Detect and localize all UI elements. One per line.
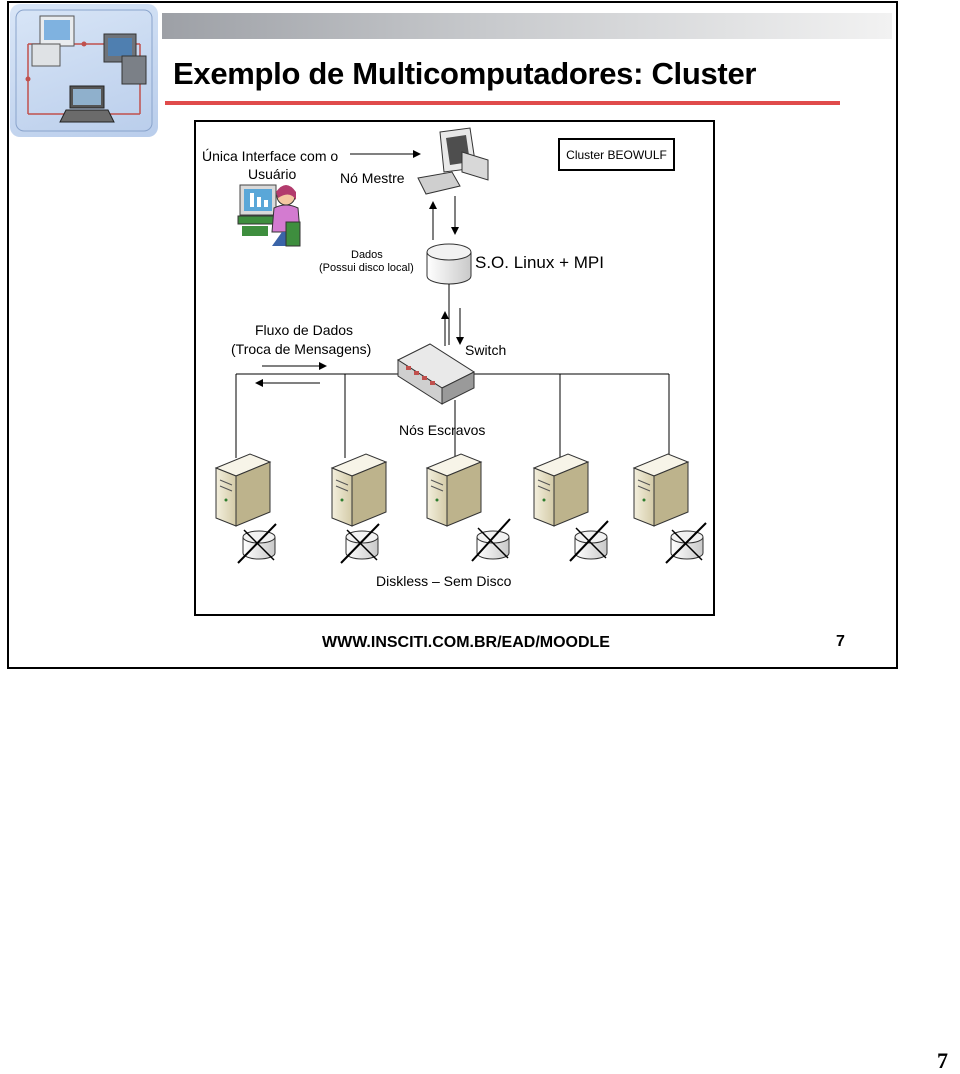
server-icon [632, 453, 690, 527]
slide-title: Exemplo de Multicomputadores: Cluster [173, 56, 757, 91]
disk-icon [426, 243, 472, 285]
crossed-disk-icon [340, 523, 380, 564]
switch-label: Switch [465, 342, 507, 358]
crossed-disk-icon [665, 522, 707, 564]
slaves-label: Nós Escravos [399, 422, 486, 438]
flow-label-line1: Fluxo de Dados [255, 322, 354, 338]
server-icon [214, 453, 272, 527]
data-label-line2: (Possui disco local) [319, 262, 414, 274]
switch-icon [396, 343, 476, 405]
network-logo-icon [10, 4, 158, 137]
crossed-disk-icon [569, 520, 609, 562]
master-node-label: Nó Mestre [340, 170, 405, 186]
server-icon [532, 453, 590, 527]
cluster-label: Cluster BEOWULF [558, 138, 675, 171]
os-label: S.O. Linux + MPI [475, 253, 604, 272]
interface-label-line2: Usuário [248, 166, 297, 182]
document-page-number: 7 [937, 1048, 948, 1073]
crossed-disk-icon [471, 518, 511, 562]
server-icon [330, 453, 388, 527]
user-at-computer-icon [237, 184, 301, 247]
title-gradient-bar [162, 13, 892, 39]
footer-url: WWW.INSCITI.COM.BR/EAD/MOODLE [322, 634, 610, 651]
server-icon [425, 453, 483, 527]
cluster-diagram [214, 127, 707, 564]
title-underline [165, 101, 840, 105]
crossed-disk-icon [237, 523, 277, 564]
flow-label-line2: (Troca de Mensagens) [231, 341, 372, 357]
diagram-frame [194, 120, 715, 616]
slide-page-number: 7 [836, 633, 845, 650]
diskless-label: Diskless – Sem Disco [376, 573, 512, 589]
data-label-line1: Dados [351, 249, 383, 261]
interface-label-line1: Única Interface com o [202, 148, 339, 164]
master-computer-icon [417, 127, 489, 195]
